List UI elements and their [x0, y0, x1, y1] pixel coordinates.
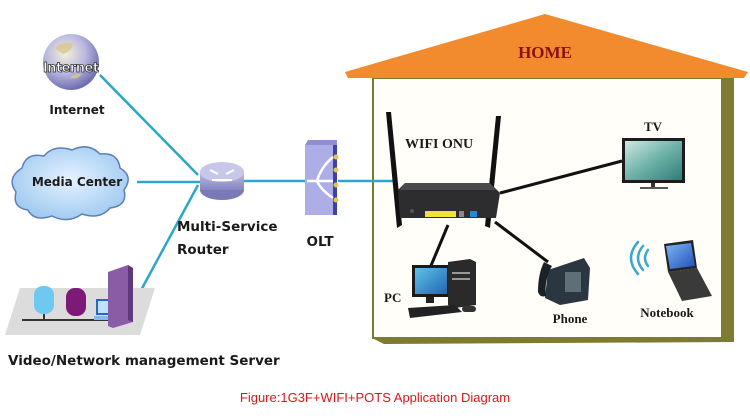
notebook-node: Notebook	[629, 240, 712, 320]
server-label: Video/Network management Server	[8, 353, 280, 369]
link-onu-tv	[499, 159, 623, 195]
network-links	[99, 74, 396, 293]
router-label-line1: Multi-Service	[177, 219, 277, 235]
onu-router-icon	[398, 183, 500, 218]
router-label-line2: Router	[177, 242, 229, 258]
house-wall-bottom-3d	[372, 330, 734, 344]
figure-caption: Figure:1G3F+WIFI+POTS Application Diagra…	[239, 390, 511, 405]
home-links	[428, 159, 623, 269]
onu-node: WIFI ONU	[386, 112, 501, 228]
link-server-router	[138, 184, 200, 293]
link-internet-router	[99, 74, 199, 176]
storage-icon	[66, 288, 86, 316]
router-node: Multi-Service Router	[177, 162, 277, 258]
house-roof	[345, 14, 748, 78]
media-center-label: Media Center	[32, 175, 122, 189]
globe-icon-text: Internet	[43, 61, 99, 76]
antenna-left-icon	[386, 112, 402, 228]
router-icon	[200, 162, 244, 182]
phone-node: Phone	[538, 258, 590, 326]
phone-label: Phone	[553, 311, 588, 326]
pc-tower-icon	[448, 259, 476, 308]
tower-server-icon	[108, 265, 133, 328]
tv-label: TV	[644, 119, 663, 134]
notebook-base-icon	[668, 268, 712, 301]
house-title: HOME	[518, 43, 572, 62]
pc-label: PC	[384, 290, 401, 305]
internet-node: Internet Internet	[43, 34, 105, 117]
olt-node: OLT	[305, 140, 339, 250]
keyboard-icon	[408, 305, 462, 318]
link-onu-pc	[428, 224, 450, 269]
wifi-signal-icon	[629, 240, 650, 276]
olt-label: OLT	[306, 234, 334, 250]
cloud-icon	[11, 146, 129, 221]
media-center-node: Media Center	[11, 146, 129, 221]
onu-label: WIFI ONU	[405, 137, 473, 152]
notebook-label: Notebook	[640, 305, 694, 320]
database-icon	[34, 286, 54, 314]
house-wall-right-3d	[722, 78, 734, 340]
server-node: Video/Network management Server	[5, 265, 280, 369]
tv-node: TV	[622, 119, 685, 189]
link-onu-phone	[494, 220, 549, 264]
pc-node: PC	[384, 259, 476, 318]
internet-label: Internet	[49, 103, 104, 117]
